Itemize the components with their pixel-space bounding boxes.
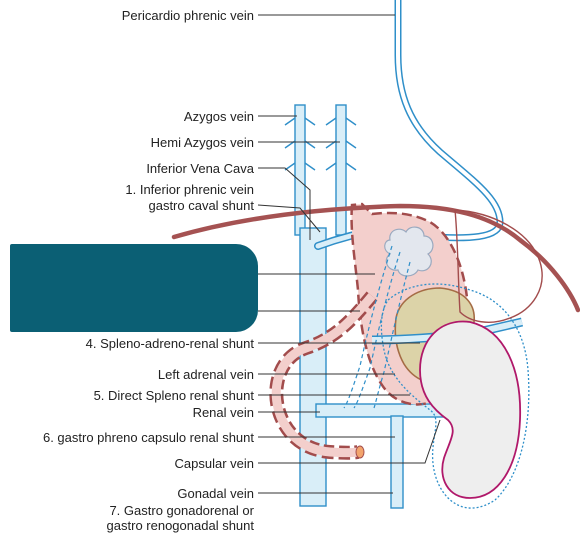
label-gonadal-vein: Gonadal vein — [177, 486, 254, 501]
label-pericardio-phrenic-vein: Pericardio phrenic vein — [121, 8, 254, 23]
inferior-vena-cava — [299, 227, 327, 507]
perirenal-dotted-outline — [380, 283, 530, 509]
label-left-adrenal-vein: Left adrenal vein — [157, 367, 254, 382]
diaphragm — [171, 203, 580, 313]
label-direct-spleno-renal-shunt: 5. Direct Spleno renal shunt — [93, 388, 254, 403]
adrenal-gland — [454, 209, 543, 323]
label-gastro-phreno-capsulo-renal-shunt: 6. gastro phreno capsulo renal shunt — [42, 430, 254, 445]
label-inferior-phrenic-vein: 1. Inferior phrenic vein — [125, 182, 254, 197]
label-inferior-vena-cava: Inferior Vena Cava — [146, 161, 254, 176]
gonadal-vein — [390, 415, 404, 509]
redaction-block — [10, 244, 258, 332]
label-gastro-caval-shunt: gastro caval shunt — [148, 198, 254, 213]
leader-lines — [257, 14, 441, 494]
hemi-azygos-vein — [325, 104, 357, 236]
label-spleno-adreno-renal-shunt: 4. Spleno-adreno-renal shunt — [85, 336, 254, 351]
label-capsular-vein: Capsular vein — [174, 456, 255, 471]
label-renal-vein: Renal vein — [192, 405, 254, 420]
label-gastro-gonadorenal-shunt: 7. Gastro gonadorenal or — [109, 503, 254, 518]
label-azygos-vein: Azygos vein — [183, 109, 254, 124]
label-hemi-azygos-vein: Hemi Azygos vein — [150, 135, 254, 150]
label-gastro-renogonadal-shunt: gastro renogonadal shunt — [106, 518, 254, 533]
kidney — [419, 320, 522, 499]
